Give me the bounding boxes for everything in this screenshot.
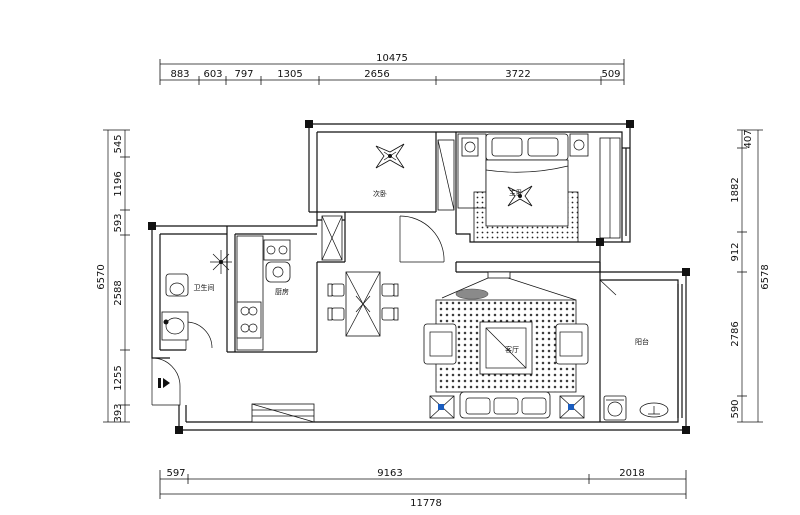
master-bedroom-label: 主卧 xyxy=(509,188,523,197)
right-segment-2: 1882 xyxy=(730,177,741,202)
right-segment-5: 590 xyxy=(730,399,741,418)
bottom-segment-1: 597 xyxy=(166,468,185,479)
walls xyxy=(151,123,687,431)
right-total-label: 6578 xyxy=(760,264,771,289)
bottom-total-label: 11778 xyxy=(410,498,442,509)
right-segment-3: 912 xyxy=(730,242,741,261)
dining-table xyxy=(327,271,399,337)
left-total-label: 6570 xyxy=(96,264,107,289)
kitchen: 厨房 xyxy=(236,235,291,351)
bottom-window xyxy=(251,403,315,423)
right-dimensions: 6578 407 1882 912 2786 590 xyxy=(730,129,771,423)
bottom-segment-2: 9163 xyxy=(377,468,402,479)
living-room-label: 客厅 xyxy=(505,345,519,354)
left-segment-3: 593 xyxy=(113,213,124,232)
second-bedroom: 次卧 xyxy=(321,139,455,261)
left-segment-5: 1255 xyxy=(113,365,124,390)
left-segment-4: 2588 xyxy=(113,280,124,305)
living-room: 客厅 xyxy=(423,271,589,419)
top-segment-2: 603 xyxy=(203,69,222,80)
top-segment-5: 2656 xyxy=(364,69,389,80)
balcony-label: 阳台 xyxy=(635,337,649,346)
kitchen-label: 厨房 xyxy=(275,287,289,296)
bed-plant-icon xyxy=(507,185,533,207)
top-segment-1: 883 xyxy=(170,69,189,80)
bottom-dimensions: 597 9163 2018 11778 xyxy=(159,468,687,509)
bathroom-label: 卫生间 xyxy=(194,283,215,292)
right-segment-1: 407 xyxy=(743,129,754,148)
top-dimensions: 10475 883 603 797 1305 2656 3722 509 xyxy=(159,53,625,85)
shower-icon xyxy=(210,250,232,274)
top-segment-7: 509 xyxy=(601,69,620,80)
entrance-icon xyxy=(158,378,170,388)
left-segment-1: 545 xyxy=(113,134,124,153)
bottom-segment-3: 2018 xyxy=(619,468,644,479)
top-segment-6: 3722 xyxy=(505,69,530,80)
potted-plant-icon xyxy=(375,143,405,169)
left-segment-6: 393 xyxy=(113,403,124,422)
right-segment-4: 2786 xyxy=(730,321,741,346)
second-bedroom-label: 次卧 xyxy=(373,189,387,198)
top-total-label: 10475 xyxy=(376,53,408,64)
wall-columns xyxy=(148,120,690,434)
balcony: 阳台 xyxy=(603,337,669,421)
left-segment-2: 1196 xyxy=(113,171,124,196)
bathroom: 卫生间 xyxy=(161,250,232,341)
doors xyxy=(151,215,617,406)
left-dimensions: 6570 545 1196 593 2588 1255 393 xyxy=(96,129,130,423)
master-bedroom: 主卧 xyxy=(457,133,621,243)
top-segment-4: 1305 xyxy=(277,69,302,80)
top-segment-3: 797 xyxy=(234,69,253,80)
